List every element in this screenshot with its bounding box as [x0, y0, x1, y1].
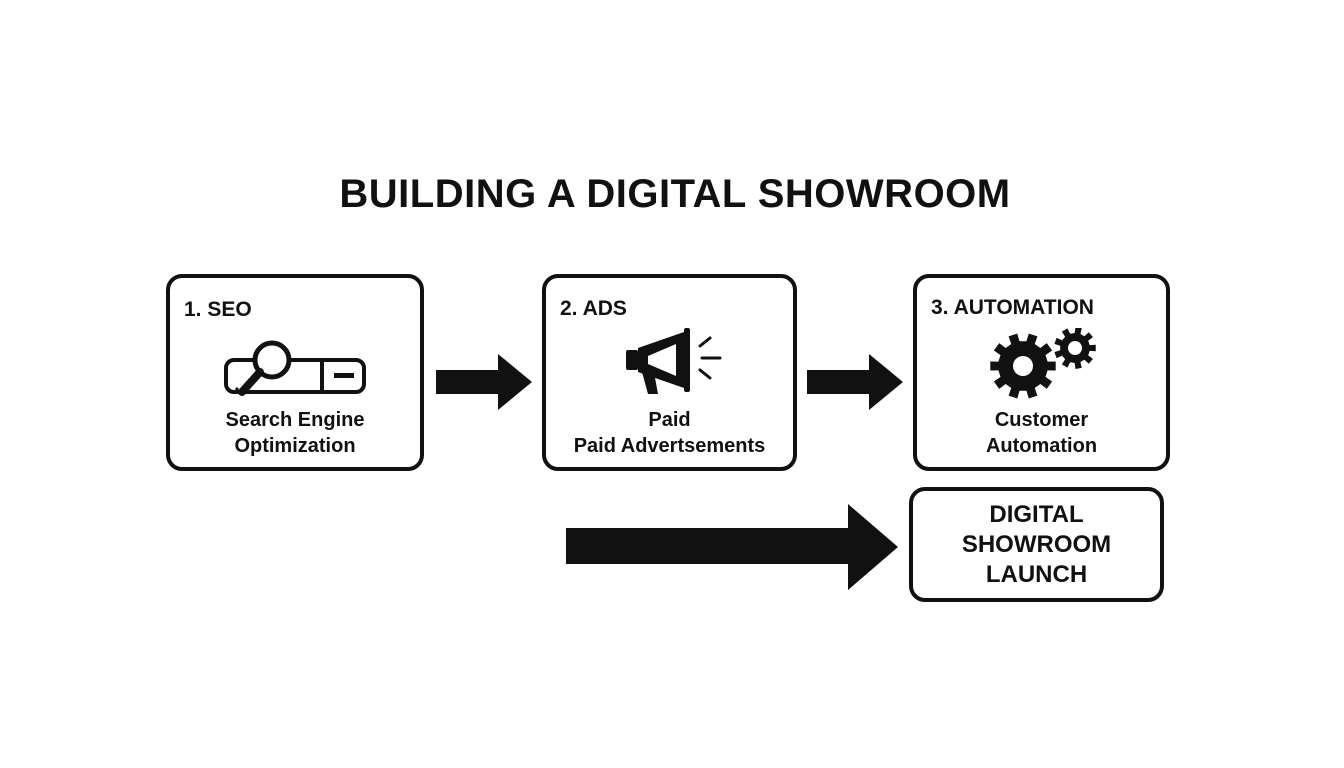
gears-icon: [989, 327, 1099, 400]
launch-label-line: DIGITAL: [989, 501, 1084, 528]
step-description-line: Paid Advertsements: [573, 435, 766, 457]
step-label: 2. ADS: [560, 297, 627, 320]
page-title: BUILDING A DIGITAL SHOWROOM: [339, 172, 1011, 216]
long-arrow-right-icon: [566, 502, 900, 592]
step-box-ads: 2. ADS Paid Paid Advertsements: [542, 274, 797, 471]
step-description-line: Optimization: [234, 435, 356, 457]
step-description-line: Customer: [994, 409, 1089, 431]
launch-label: DIGITAL SHOWROOM LAUNCH: [913, 500, 1160, 590]
search-bar-icon: [222, 338, 370, 400]
megaphone-icon: [622, 326, 726, 406]
step-box-seo: 1. SEO Search Engine Optimization: [166, 274, 424, 471]
step-description-line: Automation: [985, 435, 1098, 457]
step-description: Paid Paid Advertsements: [546, 407, 793, 459]
step-description-line: Paid: [648, 409, 691, 431]
gear-icon: [1054, 327, 1096, 369]
step-box-automation: 3. AUTOMATION Customer Automation: [913, 274, 1170, 471]
arrow-right-icon: [436, 352, 532, 412]
step-label: 1. SEO: [184, 298, 252, 321]
gear-icon: [990, 333, 1056, 399]
step-description-line: Search Engine: [225, 409, 365, 431]
launch-label-line: LAUNCH: [985, 561, 1088, 588]
launch-box: DIGITAL SHOWROOM LAUNCH: [909, 487, 1164, 602]
step-description: Customer Automation: [917, 407, 1166, 459]
step-description: Search Engine Optimization: [170, 407, 420, 459]
launch-label-line: SHOWROOM: [961, 531, 1112, 558]
arrow-right-icon: [807, 352, 903, 412]
step-label: 3. AUTOMATION: [931, 296, 1094, 319]
